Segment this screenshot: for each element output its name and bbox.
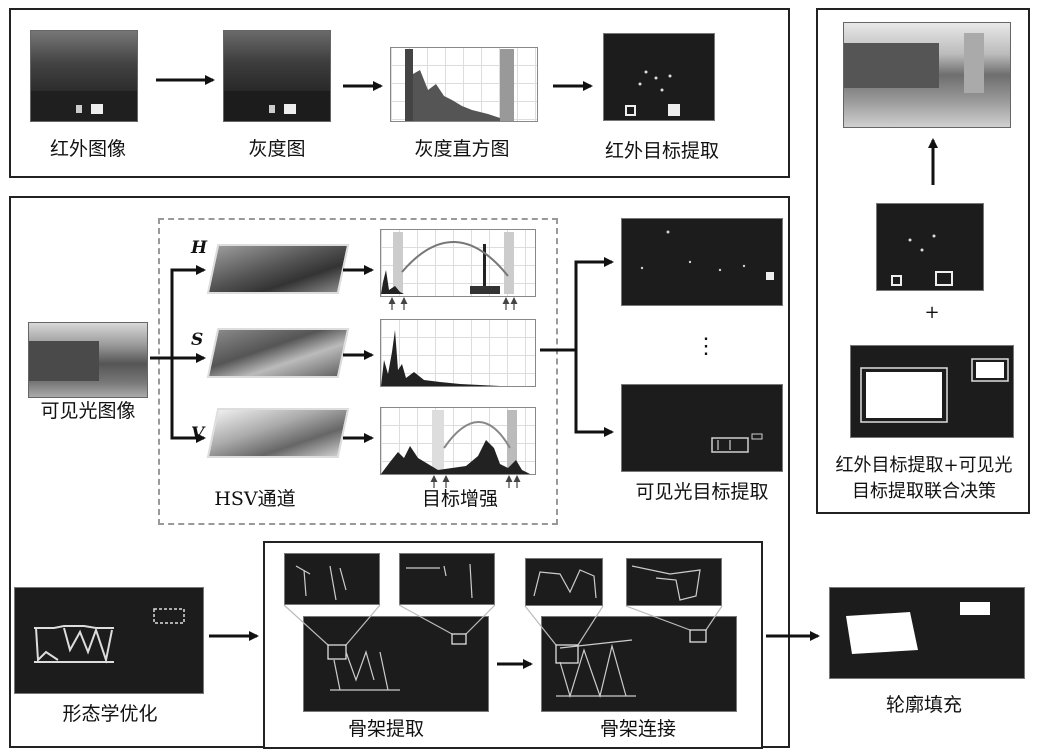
skeleton-extraction-image: [303, 616, 489, 712]
v-enhance-arrows: [430, 475, 521, 488]
infrared-small-targets: [891, 234, 953, 286]
infrared-target-extraction-image: [603, 33, 715, 121]
visible-split-arrows: [150, 265, 206, 443]
merge-arrows: [540, 257, 614, 437]
infrared-image: [30, 30, 138, 122]
channel-s-label: S: [191, 330, 204, 350]
visible-target-extraction-label: 可见光目标提取: [635, 481, 769, 503]
target-enhance-label: 目标增强: [421, 488, 498, 510]
fused-white-regions: [860, 358, 1009, 423]
joint-decision-label-1: 红外目标提取+可见光: [835, 455, 1013, 476]
ellipsis-dots: ⋮: [695, 334, 717, 359]
skeleton-connection-label: 骨架连接: [599, 718, 676, 740]
contour-fill-label: 轮廓填充: [885, 694, 962, 716]
visible-extraction-h: [621, 218, 783, 306]
s-histogram: [380, 319, 536, 387]
visible-image-label: 可见光图像: [40, 400, 136, 422]
visible-extraction-h-dots: [640, 230, 774, 280]
visible-extraction-v-dots: [711, 433, 763, 453]
hsv-dashed-box: [158, 218, 558, 525]
joint-decision-label-2: 目标提取联合决策: [852, 481, 996, 502]
morphology-label: 形态学优化: [62, 703, 158, 725]
skeleton-extraction-content: [295, 563, 473, 691]
skeleton-zoom-connectors: [283, 604, 723, 646]
visible-image: [28, 322, 148, 398]
skeleton-connect-zoom-2: [626, 558, 722, 606]
infrared-target-dots: [625, 70, 680, 116]
infrared-image-label: 红外图像: [49, 138, 126, 160]
top-arrows: [156, 75, 593, 91]
morphology-shapes: [34, 608, 185, 664]
visible-extraction-v: [621, 384, 783, 472]
channel-to-histogram-arrows: [343, 265, 374, 443]
bottom-arrows: [209, 631, 820, 669]
contour-fill-shapes: [846, 602, 990, 654]
hsv-channel-label: HSV通道: [214, 488, 296, 510]
skeleton-zoom-2: [399, 553, 495, 605]
grayscale-image-label: 灰度图: [248, 138, 306, 160]
v-histogram-bars: [381, 410, 530, 474]
plus-sign: +: [924, 302, 940, 323]
skeleton-connection-content: [533, 565, 707, 699]
grayscale-image: [223, 30, 331, 122]
s-histogram-bars: [381, 330, 500, 386]
fused-result-image: [843, 22, 1011, 128]
h-enhance-arrows: [388, 297, 518, 310]
h-histogram-bars: [381, 232, 514, 294]
grayscale-histogram-bars: [405, 49, 514, 121]
skeleton-extraction-label: 骨架提取: [347, 718, 424, 740]
infrared-target-extraction-label: 红外目标提取: [604, 140, 719, 162]
grayscale-histogram-label: 灰度直方图: [414, 138, 510, 160]
channel-h-label: H: [191, 238, 208, 258]
